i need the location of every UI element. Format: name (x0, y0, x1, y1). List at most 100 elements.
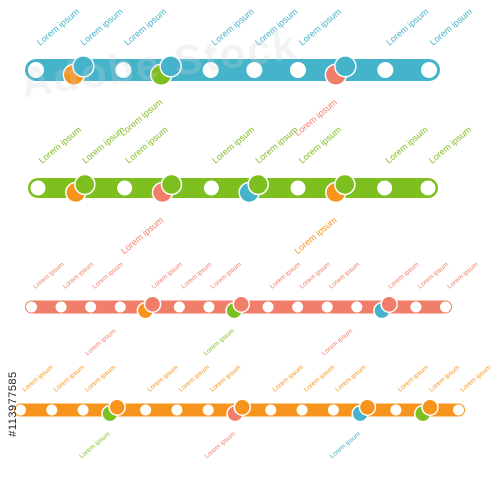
station (171, 404, 183, 416)
station (292, 301, 304, 313)
station-label: Lorem ipsum (84, 328, 117, 358)
station-label: Lorem ipsum (53, 364, 86, 394)
interchange-orange (233, 398, 252, 416)
station-label: Lorem ipsum (21, 364, 54, 394)
station-label: Lorem ipsum (298, 261, 331, 291)
station (202, 404, 214, 416)
station-label: Lorem ipsum (78, 431, 111, 461)
station-label: Lorem ipsum (303, 364, 336, 394)
station (55, 301, 67, 313)
station-label: Lorem ipsum (321, 328, 354, 358)
station (296, 404, 308, 416)
stock-id-text: #113977585 (7, 371, 19, 437)
station-label: Lorem ipsum (427, 124, 473, 165)
station-label: Lorem ipsum (253, 6, 299, 47)
station-label: Lorem ipsum (387, 261, 420, 291)
station-label: Lorem ipsum (446, 261, 479, 291)
interchange-salmon (143, 295, 162, 313)
station-label: Lorem ipsum (428, 6, 474, 47)
station (321, 301, 333, 313)
station-label: Lorem ipsum (329, 431, 362, 461)
station (77, 404, 89, 416)
station (410, 301, 422, 313)
station (114, 301, 126, 313)
station (290, 62, 306, 78)
interchange-orange (358, 398, 377, 416)
station-label: Lorem ipsum (32, 261, 65, 291)
station-label: Lorem ipsum (202, 328, 235, 358)
station (203, 301, 215, 313)
station (453, 404, 464, 416)
station-label: Lorem ipsum (269, 261, 302, 291)
station (351, 301, 363, 313)
station-label: Lorem ipsum (254, 124, 300, 165)
station-label: Lorem ipsum (209, 364, 242, 394)
station (140, 404, 152, 416)
station (203, 180, 219, 196)
interchange-orange (421, 398, 439, 416)
station (327, 404, 339, 416)
station-label: Lorem ipsum (180, 261, 213, 291)
station-label: Lorem ipsum (210, 261, 243, 291)
station-label: Lorem ipsum (203, 431, 236, 461)
interchange-orange (108, 398, 126, 416)
station (262, 301, 274, 313)
station-label: Lorem ipsum (384, 6, 430, 47)
station (202, 62, 219, 78)
interchange-blue (72, 55, 95, 78)
station-label: Lorem ipsum (178, 364, 211, 394)
station-label: Lorem ipsum (62, 261, 95, 291)
station (28, 62, 44, 78)
station (117, 180, 133, 196)
station-label: Lorem ipsum (84, 364, 117, 394)
station (26, 301, 37, 313)
station-label: Lorem ipsum (91, 261, 124, 291)
station-label: Lorem ipsum (292, 215, 338, 256)
station-label: Lorem ipsum (79, 6, 125, 47)
station (173, 301, 185, 313)
interchange-green (160, 173, 183, 196)
station (390, 404, 402, 416)
interchange-green (74, 173, 96, 196)
station-label: Lorem ipsum (397, 364, 430, 394)
station (85, 301, 97, 313)
station (377, 62, 394, 78)
station-label: Lorem ipsum (210, 124, 256, 165)
interchange-blue (334, 55, 357, 78)
station (420, 180, 436, 196)
station-label: Lorem ipsum (297, 6, 343, 47)
station-label: Lorem ipsum (37, 124, 83, 165)
interchange-blue (159, 55, 182, 78)
station-label: Lorem ipsum (151, 261, 184, 291)
station-label: Lorem ipsum (119, 215, 165, 256)
station (290, 180, 306, 196)
station (46, 404, 58, 416)
station (440, 301, 451, 313)
station-label: Lorem ipsum (417, 261, 450, 291)
station-label: Lorem ipsum (146, 364, 179, 394)
station-label: Lorem ipsum (428, 364, 461, 394)
station (30, 180, 46, 196)
station (377, 180, 393, 196)
station (246, 62, 263, 78)
station (115, 62, 132, 78)
station-label: Lorem ipsum (328, 261, 361, 291)
station (421, 62, 437, 78)
station-label: Lorem ipsum (459, 364, 492, 394)
interchange-salmon (380, 295, 398, 313)
station-label: Lorem ipsum (35, 6, 81, 47)
interchange-green (334, 173, 356, 196)
station-label: Lorem ipsum (272, 364, 305, 394)
station-label: Lorem ipsum (80, 124, 126, 165)
station-label: Lorem ipsum (210, 6, 256, 47)
station (265, 404, 277, 416)
station (15, 404, 26, 416)
interchange-green (247, 173, 269, 196)
station-label: Lorem ipsum (122, 6, 168, 47)
